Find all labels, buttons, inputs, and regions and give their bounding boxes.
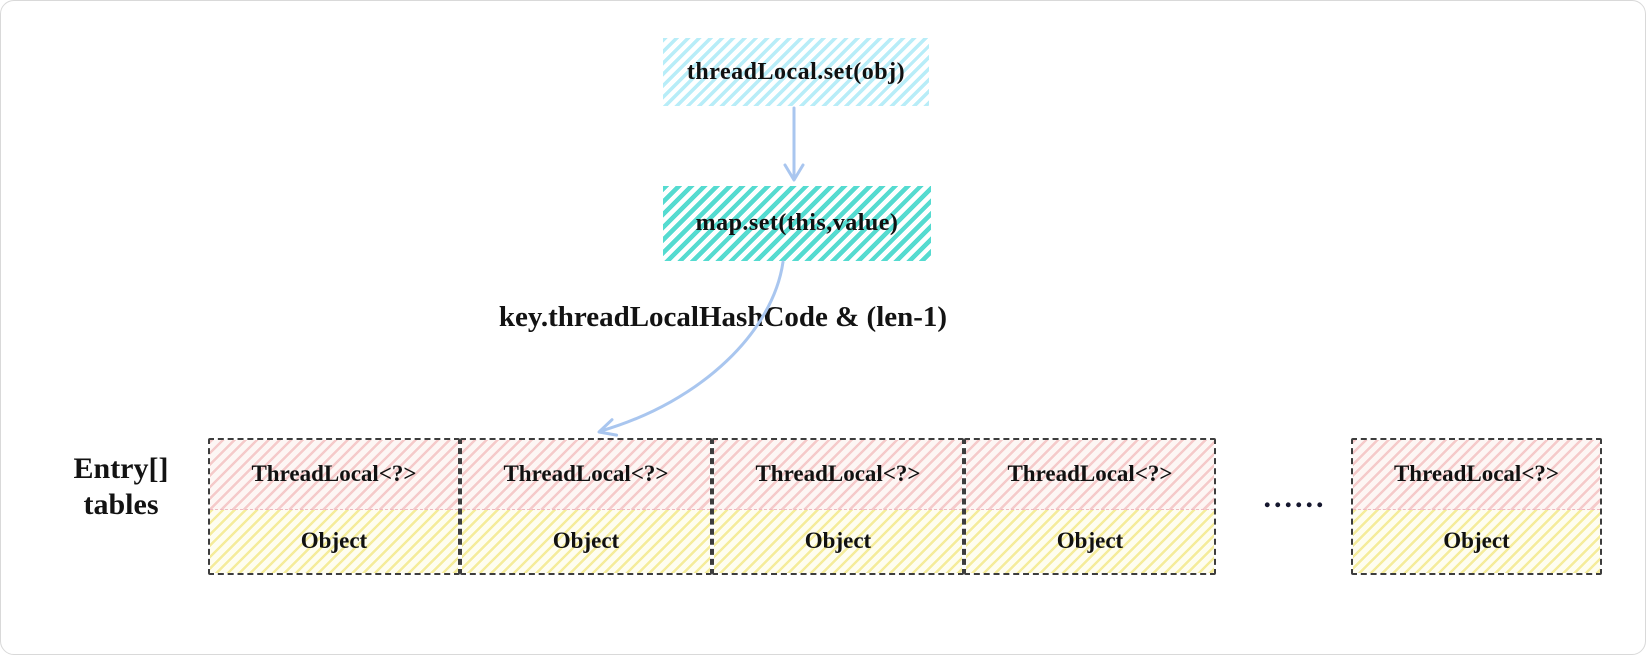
entry-cell-3-value: Object [966, 509, 1214, 573]
map-set-box: map.set(this,value) [663, 186, 931, 261]
entry-cell-3-key: ThreadLocal<?> [966, 440, 1214, 510]
entry-cell-0: ThreadLocal<?> Object [208, 438, 460, 575]
entry-cell-4-value: Object [1353, 509, 1600, 573]
entry-cell-4: ThreadLocal<?> Object [1351, 438, 1602, 575]
entry-cell-1-key: ThreadLocal<?> [462, 440, 710, 510]
entry-array-label: Entry[] tables [51, 451, 191, 523]
entry-cell-1: ThreadLocal<?> Object [460, 438, 712, 575]
entry-cell-0-key: ThreadLocal<?> [210, 440, 458, 510]
entry-array-tail: ThreadLocal<?> Object [1351, 438, 1602, 575]
map-set-label: map.set(this,value) [695, 210, 899, 236]
entry-cell-2: ThreadLocal<?> Object [712, 438, 964, 575]
array-ellipsis: ...... [1263, 481, 1327, 514]
threadlocal-set-box: threadLocal.set(obj) [663, 38, 929, 106]
entry-cell-2-value: Object [714, 509, 962, 573]
entry-array-label-line2: tables [83, 488, 159, 521]
threadlocal-set-label: threadLocal.set(obj) [686, 58, 906, 85]
entry-cell-3: ThreadLocal<?> Object [964, 438, 1216, 575]
entry-cell-1-value: Object [462, 509, 710, 573]
entry-array-main: ThreadLocal<?> Object ThreadLocal<?> Obj… [208, 438, 1216, 575]
entry-cell-0-value: Object [210, 509, 458, 573]
curved-hash-arrow [597, 260, 785, 437]
hashcode-expression-label: key.threadLocalHashCode & (len-1) [498, 301, 948, 333]
entry-cell-4-key: ThreadLocal<?> [1353, 440, 1600, 510]
entry-cell-2-key: ThreadLocal<?> [714, 440, 962, 510]
down-arrow [783, 106, 805, 182]
entry-array-label-line1: Entry[] [73, 452, 169, 485]
